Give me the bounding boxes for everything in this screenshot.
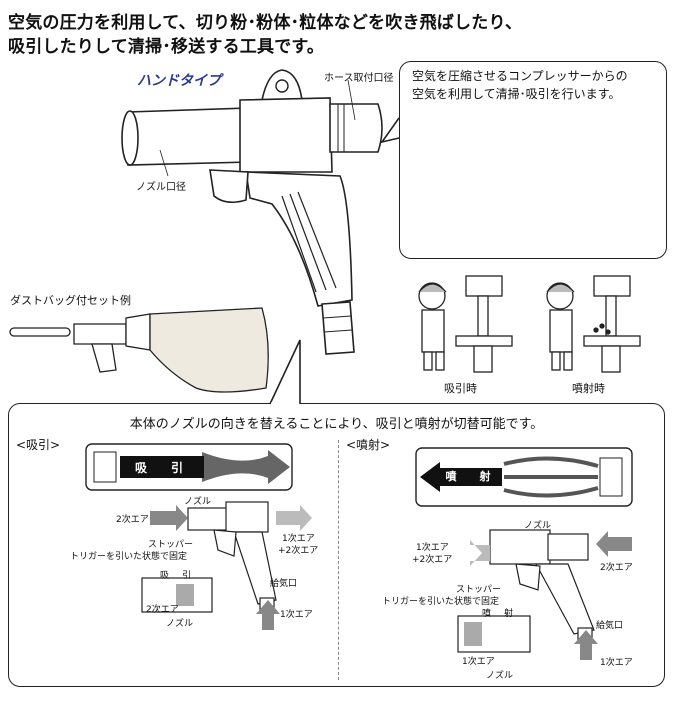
suction-arrow-label: 吸 引 (122, 459, 202, 477)
suction-stopper-label: ストッパー (148, 540, 194, 550)
suction-flow-arrow (202, 450, 290, 484)
suction-inset-caption: ノズル (166, 619, 194, 629)
hose-diameter-label: ホース取付口径 (324, 73, 394, 84)
blow-primary-air-label: 1次エア (600, 658, 633, 668)
headline-line-2: 吸引したりして清掃･移送する工具です。 (8, 37, 325, 57)
blow-inset-caption: ノズル (486, 671, 514, 681)
dust-bag-label: ダストバッグ付セット例 (10, 294, 131, 307)
suction-secondary-air-label: 2次エア (116, 515, 149, 525)
worker-suction-illustration (418, 275, 513, 373)
blow-out-air-1: 1次エア (416, 543, 449, 553)
gun-hanger-hole (275, 79, 289, 93)
suction-nozzle-label: ノズル (184, 497, 212, 507)
gun-hose-fitting (329, 103, 383, 153)
worker-blow-illustration (546, 275, 641, 373)
nozzle-diameter-label: ノズル口径 (136, 182, 186, 193)
blow-inset-air: 1次エア (462, 657, 495, 667)
blow-inset-top: 噴 射 (482, 609, 516, 619)
blow-nozzle-label: ノズル (524, 521, 552, 531)
blow-arrow-label: 噴 射 (442, 469, 500, 485)
blow-inlet-label: 給気口 (596, 621, 624, 631)
suction-time-label: 吸引時 (444, 382, 477, 395)
suction-inlet-label: 給気口 (270, 579, 298, 589)
blow-trigger-label: トリガーを引いた状態で固定 (382, 597, 500, 607)
gun-trigger (209, 169, 249, 204)
suction-out-air-1: 1次エア (282, 534, 315, 544)
compressor-bubble (399, 61, 667, 259)
panel-title: 本体のノズルの向きを替えることにより、吸引と噴射が切替可能です。 (129, 417, 544, 432)
suction-inset-air: 2次エア (146, 605, 179, 615)
suction-header: <吸引> (16, 438, 61, 452)
blow-stopper-label: ストッパー (456, 585, 502, 595)
compressor-bubble-text: 空気を圧縮させるコンプレッサーからの 空気を利用して清掃･吸引を行います。 (412, 67, 628, 103)
blow-secondary-air-label: 2次エア (600, 563, 633, 573)
blow-out-air-2: +2次エア (412, 555, 453, 565)
suction-trigger-label: トリガーを引いた状態で固定 (70, 552, 188, 562)
blow-header: <噴射> (346, 438, 391, 452)
suction-primary-air-label: 1次エア (280, 610, 313, 620)
headline-line-1: 空気の圧力を利用して、切り粉･粉体･粒体などを吹き飛ばしたり、 (8, 13, 523, 33)
bubble-tail (380, 117, 400, 144)
dust-bag-set-illustration (9, 307, 269, 393)
suction-out-air-2: +2次エア (278, 546, 319, 556)
panel-tail (269, 339, 301, 405)
bubble-line-1: 空気を圧縮させるコンプレッサーからの (412, 69, 628, 83)
panel-divider (338, 440, 339, 680)
gun-nozzle-mouth (121, 110, 139, 166)
hand-type-label: ハンドタイプ (137, 73, 221, 89)
gun-air-inlet (321, 301, 355, 355)
bubble-line-2: 空気を利用して清掃･吸引を行います。 (412, 87, 621, 101)
gun-body (239, 97, 333, 173)
suction-inset-top: 吸 引 (160, 571, 194, 581)
blow-time-label: 噴射時 (572, 382, 605, 395)
